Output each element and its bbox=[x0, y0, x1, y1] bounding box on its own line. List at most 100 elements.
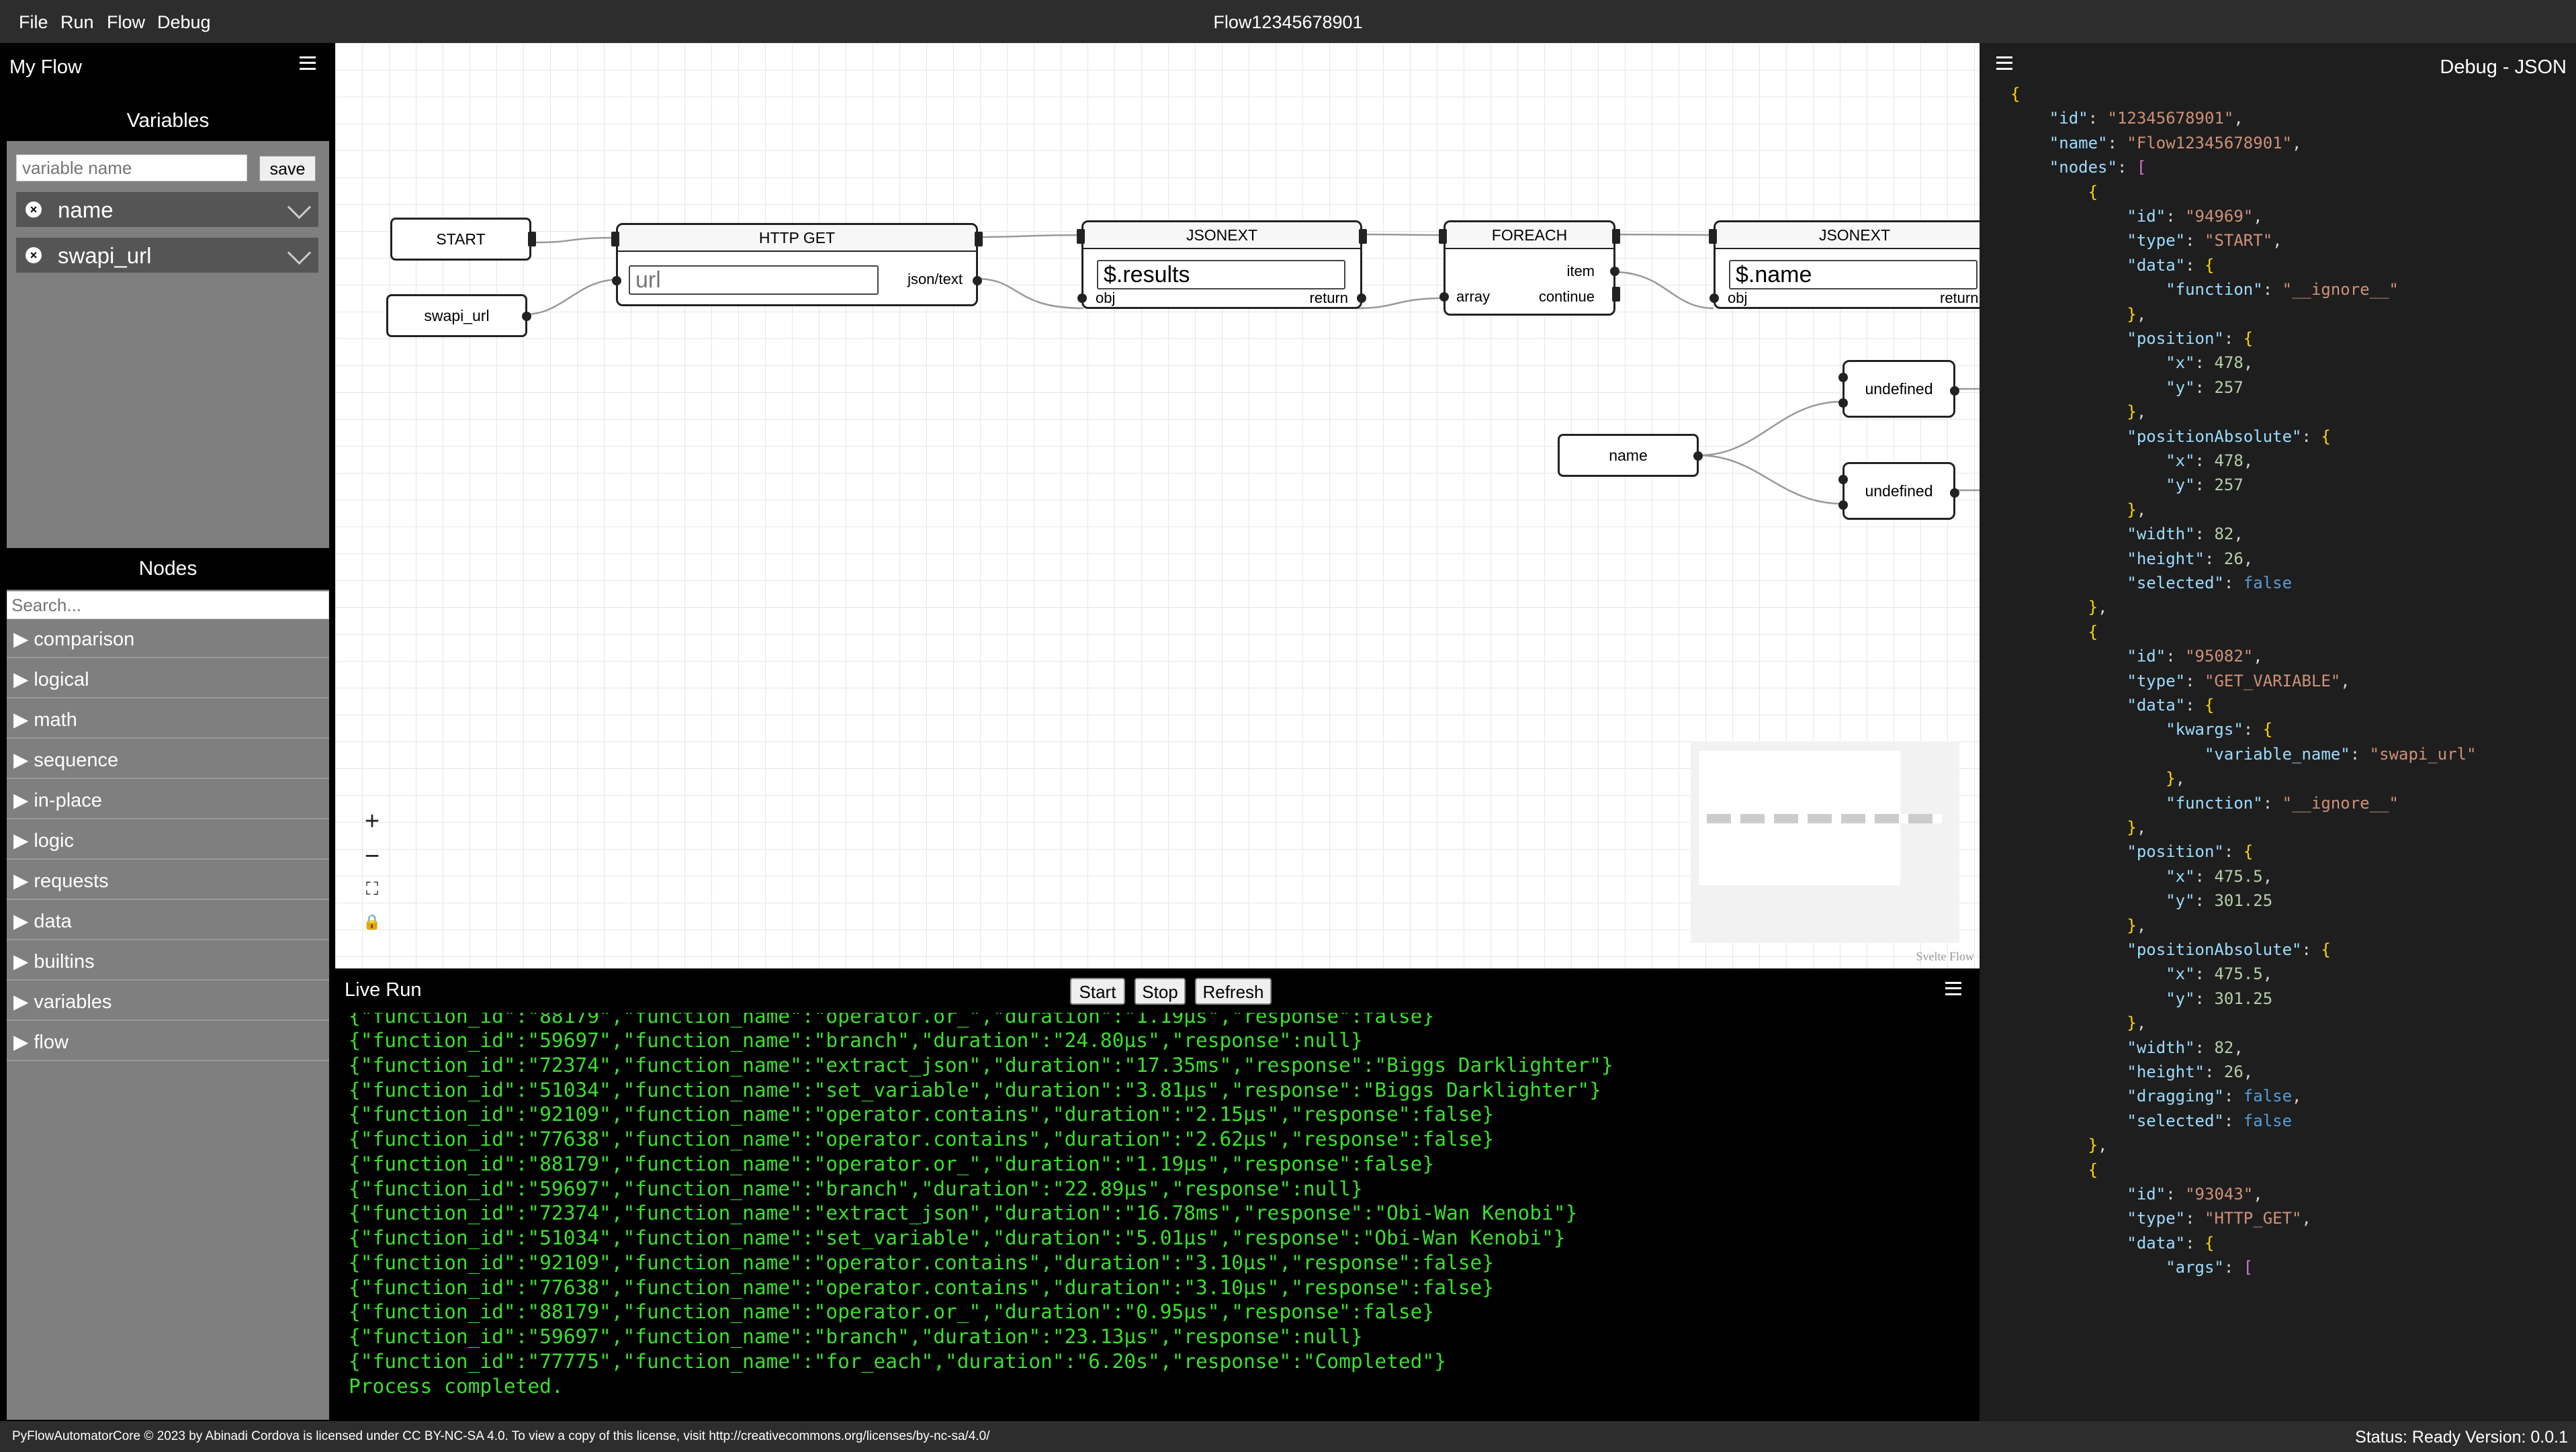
nodes-title: Nodes bbox=[7, 548, 329, 590]
output-handle[interactable] bbox=[1359, 229, 1367, 244]
input-handle[interactable] bbox=[1439, 229, 1447, 244]
log-line: {"function_id":"92109","function_name":"… bbox=[349, 1103, 1495, 1126]
variable-item-name[interactable]: × name bbox=[16, 192, 318, 227]
item-port[interactable] bbox=[1610, 267, 1619, 276]
output-port[interactable] bbox=[1357, 293, 1366, 303]
input-handle[interactable] bbox=[1077, 229, 1085, 244]
input-port[interactable] bbox=[1709, 293, 1719, 303]
output-port[interactable] bbox=[1950, 386, 1959, 396]
attribution[interactable]: Svelte Flow bbox=[1916, 950, 1974, 963]
foreach-node[interactable]: FOREACH item array continue bbox=[1439, 220, 1620, 316]
jsonext-node[interactable]: JSONEXT $.results obj return bbox=[1077, 220, 1367, 309]
undefined-node[interactable]: undefined bbox=[1838, 462, 1959, 520]
node-search-input[interactable] bbox=[7, 591, 329, 619]
category-label: logical bbox=[34, 669, 89, 690]
fit-view-icon[interactable]: ⛶ bbox=[365, 878, 379, 899]
category-data[interactable]: ▶ data bbox=[7, 901, 329, 940]
variable-item-swapi-url[interactable]: × swapi_url bbox=[16, 238, 318, 273]
license-text[interactable]: PyFlowAutomatorCore © 2023 by Abinadi Co… bbox=[12, 1429, 990, 1443]
http-get-node[interactable]: HTTP GET json/text bbox=[611, 223, 983, 306]
chevron-down-icon[interactable] bbox=[287, 195, 312, 220]
node-label: START bbox=[436, 230, 486, 248]
log-line: {"function_id":"59697","function_name":"… bbox=[349, 1177, 1363, 1200]
json-line: }, bbox=[2127, 1013, 2147, 1033]
json-line: "kwargs": { bbox=[2166, 720, 2273, 739]
menu-icon[interactable] bbox=[1996, 56, 2012, 70]
json-line: "data": { bbox=[2127, 1233, 2215, 1253]
json-line: "x": 475.5, bbox=[2166, 964, 2273, 984]
output-handle[interactable] bbox=[528, 232, 536, 246]
category-logical[interactable]: ▶ logical bbox=[7, 660, 329, 698]
category-logic[interactable]: ▶ logic bbox=[7, 821, 329, 860]
variable-name-input[interactable] bbox=[16, 154, 247, 181]
menu-flow[interactable]: Flow bbox=[107, 12, 146, 32]
json-line: "dragging": false, bbox=[2127, 1087, 2302, 1106]
input-port[interactable] bbox=[1838, 500, 1848, 510]
json-line: "type": "START", bbox=[2127, 231, 2282, 251]
category-variables[interactable]: ▶ variables bbox=[7, 982, 329, 1021]
footer: PyFlowAutomatorCore © 2023 by Abinadi Co… bbox=[0, 1421, 2576, 1452]
jsonpath-input[interactable]: $.results bbox=[1097, 260, 1345, 289]
log-output[interactable]: {"function_id":"88179","function_name":"… bbox=[335, 1013, 1980, 1421]
json-view[interactable]: { "id": "12345678901", "name": "Flow1234… bbox=[1980, 85, 2576, 1306]
node-label: undefined bbox=[1865, 380, 1933, 398]
output-port[interactable] bbox=[1693, 451, 1703, 461]
category-math[interactable]: ▶ math bbox=[7, 700, 329, 739]
url-input[interactable] bbox=[629, 265, 879, 295]
json-line: "selected": false bbox=[2127, 1111, 2293, 1130]
remove-icon[interactable]: × bbox=[26, 247, 42, 263]
remove-icon[interactable]: × bbox=[26, 201, 42, 218]
start-node[interactable]: START bbox=[390, 218, 536, 261]
input-handle[interactable] bbox=[1709, 229, 1717, 244]
zoom-in-button[interactable]: + bbox=[364, 807, 380, 835]
jsonext-node-2[interactable]: JSONEXT $.name obj return bbox=[1709, 220, 1980, 309]
edge bbox=[1357, 297, 1444, 310]
category-label: builtins bbox=[34, 951, 95, 972]
node-title: FOREACH bbox=[1446, 222, 1613, 249]
variables-panel: Variables save × name × swapi_url bbox=[7, 101, 329, 576]
input-port[interactable] bbox=[1838, 475, 1848, 484]
category-in-place[interactable]: ▶ in-place bbox=[7, 780, 329, 819]
edge bbox=[977, 234, 1082, 238]
refresh-button[interactable]: Refresh bbox=[1195, 978, 1272, 1005]
input-port[interactable] bbox=[1838, 398, 1848, 408]
category-comparison[interactable]: ▶ comparison bbox=[7, 619, 329, 658]
output-handle[interactable] bbox=[1612, 229, 1620, 244]
get-variable-node[interactable]: name bbox=[1558, 434, 1703, 477]
lock-icon[interactable]: 🔒 bbox=[363, 913, 382, 930]
get-variable-node[interactable]: swapi_url bbox=[386, 294, 531, 337]
menu-debug[interactable]: Debug bbox=[157, 12, 211, 32]
json-line: "width": 82, bbox=[2127, 525, 2244, 544]
output-port[interactable] bbox=[973, 276, 982, 285]
output-port[interactable] bbox=[1950, 488, 1959, 498]
input-port[interactable] bbox=[1439, 292, 1449, 302]
menu-file[interactable]: File bbox=[19, 12, 48, 32]
save-variable-button[interactable]: save bbox=[259, 156, 316, 181]
output-handle[interactable] bbox=[975, 232, 983, 246]
edge bbox=[1698, 400, 1843, 457]
menu-icon[interactable] bbox=[300, 56, 316, 70]
input-handle[interactable] bbox=[611, 232, 619, 246]
category-sequence[interactable]: ▶ sequence bbox=[7, 740, 329, 779]
category-requests[interactable]: ▶ requests bbox=[7, 861, 329, 900]
jsonpath-input[interactable]: $.name bbox=[1729, 260, 1978, 289]
category-builtins[interactable]: ▶ builtins bbox=[7, 942, 329, 981]
menu-icon[interactable] bbox=[1945, 982, 1961, 995]
continue-handle[interactable] bbox=[1612, 287, 1620, 302]
start-button[interactable]: Start bbox=[1070, 978, 1125, 1005]
stop-button[interactable]: Stop bbox=[1135, 978, 1186, 1005]
zoom-out-button[interactable]: − bbox=[364, 842, 380, 870]
output-handle[interactable] bbox=[522, 312, 531, 321]
undefined-node[interactable]: undefined bbox=[1838, 360, 1959, 418]
json-line: }, bbox=[2127, 915, 2147, 935]
debug-panel: Debug - JSON { "id": "12345678901", "nam… bbox=[1980, 43, 2576, 1421]
flow-canvas[interactable]: START swapi_url HTTP GET json/text JSONE… bbox=[335, 43, 1980, 968]
input-port[interactable] bbox=[1838, 373, 1848, 382]
input-port[interactable] bbox=[1077, 293, 1087, 303]
minimap[interactable] bbox=[1691, 741, 1959, 943]
chevron-down-icon[interactable] bbox=[287, 240, 312, 265]
json-line: }, bbox=[2088, 598, 2108, 617]
menu-run[interactable]: Run bbox=[60, 12, 94, 32]
input-port[interactable] bbox=[612, 276, 621, 285]
category-flow[interactable]: ▶ flow bbox=[7, 1022, 329, 1061]
